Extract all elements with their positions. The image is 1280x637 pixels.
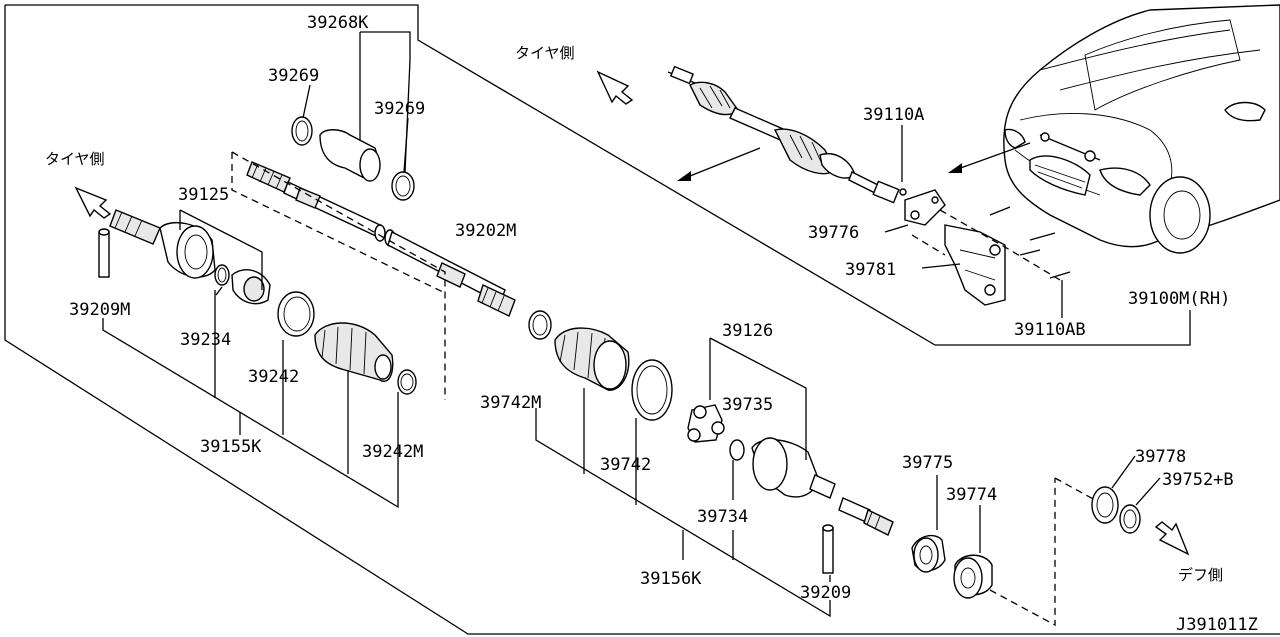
seals [1091, 455, 1190, 556]
label-39269-left: 39269 [268, 66, 319, 86]
label-39202M: 39202M [455, 221, 516, 241]
label-39110AB: 39110AB [1014, 320, 1086, 340]
label-39126: 39126 [722, 321, 773, 341]
label-39268K: 39268K [307, 13, 369, 33]
drive-shaft-assembly [596, 65, 900, 204]
bearings [911, 475, 993, 599]
label-39776: 39776 [808, 223, 859, 243]
tire-side-label-top: タイヤ側 [515, 44, 575, 62]
label-39781: 39781 [845, 260, 896, 280]
leader-right [884, 125, 1063, 318]
label-39734: 39734 [697, 507, 748, 527]
label-39742: 39742 [600, 455, 651, 475]
support-bracket [899, 188, 1071, 306]
leader-39268K [302, 31, 411, 173]
diff-side-label: デフ側 [1178, 566, 1223, 584]
diagram-frame [4, 4, 1280, 635]
label-39242M: 39242M [362, 442, 423, 462]
label-39742M: 39742M [480, 393, 541, 413]
label-39155K: 39155K [200, 437, 262, 457]
label-39242: 39242 [248, 367, 299, 387]
inner-joint-39156K [528, 310, 894, 574]
label-39752B: 39752+B [1162, 470, 1234, 490]
tire-side-label-left: タイヤ側 [45, 150, 105, 168]
label-39234: 39234 [180, 330, 231, 350]
vehicle-illustration [948, 4, 1280, 254]
label-39775: 39775 [902, 453, 953, 473]
label-39125: 39125 [178, 185, 229, 205]
label-39100M: 39100M(RH) [1128, 289, 1230, 309]
label-39778: 39778 [1135, 447, 1186, 467]
boot-kit-39268K [291, 116, 415, 201]
outer-joint-39155K [74, 186, 417, 395]
label-39209M: 39209M [69, 300, 130, 320]
label-39156K: 39156K [640, 569, 702, 589]
label-39209: 39209 [800, 583, 851, 603]
diagram-code: J391011Z [1176, 615, 1258, 635]
leader-39155K [102, 209, 399, 509]
label-39269-right: 39269 [374, 99, 425, 119]
leader-39156K [535, 337, 831, 618]
label-39110A: 39110A [863, 105, 924, 125]
label-39774: 39774 [946, 485, 997, 505]
label-39735: 39735 [722, 395, 773, 415]
